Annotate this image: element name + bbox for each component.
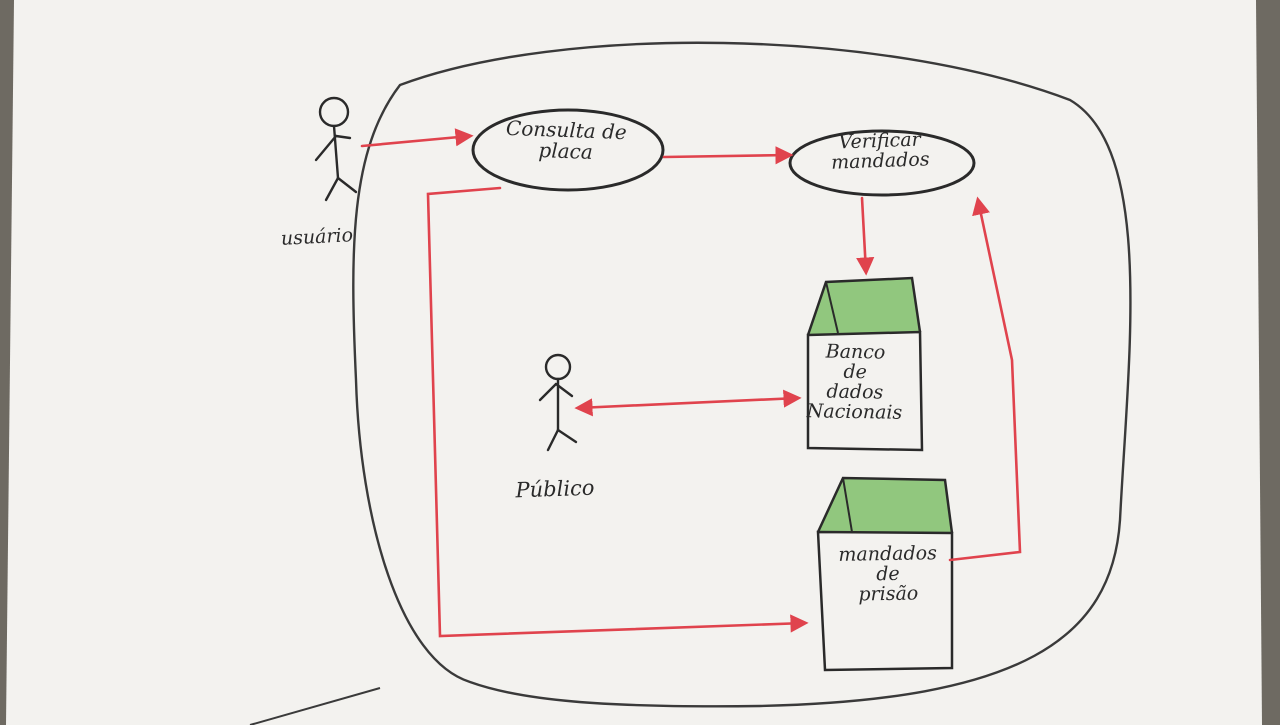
paper-sheet <box>6 0 1262 725</box>
edges <box>360 128 1022 638</box>
verificar-mandados-label: Verificar mandados <box>830 128 930 174</box>
edge-mandados-verificar <box>948 196 1022 562</box>
consulta-placa-ellipse <box>471 108 665 192</box>
publico-label: Público <box>515 475 595 503</box>
publico-stick-figure <box>538 353 578 452</box>
mandados-prisao-box <box>816 476 954 672</box>
edge-usuario-consulta <box>360 128 474 148</box>
banco-dados-box <box>806 276 924 452</box>
bottom-sketch-line <box>249 687 381 725</box>
edge-consulta-mandados <box>426 186 809 638</box>
banco-dados-label: Banco de dados Nacionais <box>806 340 903 424</box>
edge-banco-publico <box>574 389 802 417</box>
mandados-prisao-label: mandados de prisão <box>838 542 938 606</box>
consulta-placa-label: Consulta de placa <box>505 115 628 164</box>
edge-consulta-verificar <box>662 146 794 165</box>
edge-verificar-banco <box>856 196 875 276</box>
system-boundary <box>352 41 1132 708</box>
usuario-stick-figure <box>314 96 358 202</box>
